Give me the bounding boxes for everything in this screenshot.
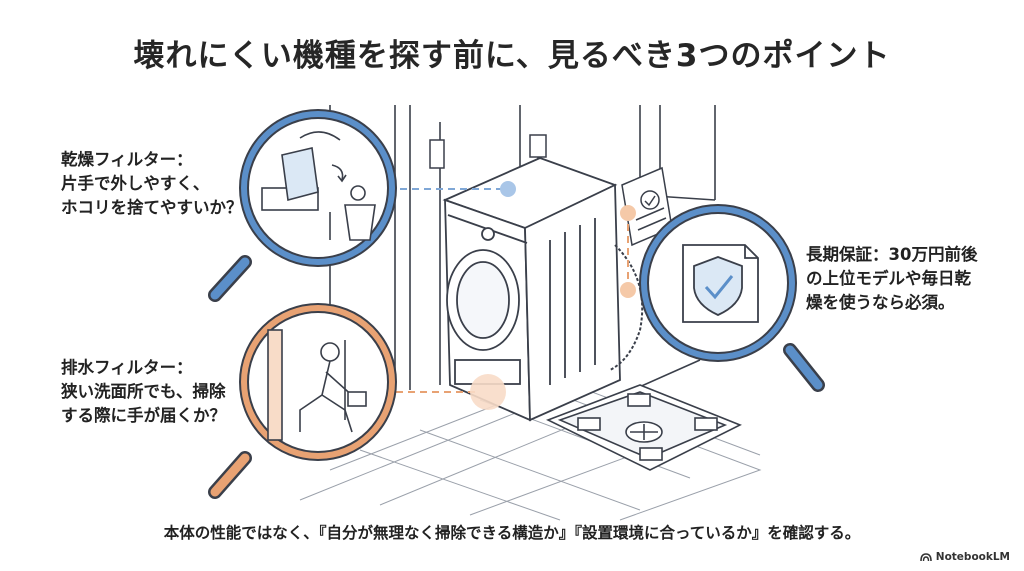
callout-line: 狭い洗面所でも、掃除: [61, 382, 226, 401]
waterproof-pan: [545, 384, 742, 471]
callout-line: 長期保証：30万円前後: [806, 245, 978, 264]
magnifier-dryer-filter-icon: [208, 109, 397, 302]
summary-text: 本体の性能ではなく、『自分が無理なく掃除できる構造か』『設置環境に合っているか』…: [163, 524, 861, 542]
callout-line: の上位モデルや毎日乾: [806, 269, 971, 288]
callout-drain-filter: 排水フィルター： 狭い洗面所でも、掃除 する際に手が届くか？: [61, 356, 226, 428]
callout-dryer-filter: 乾燥フィルター： 片手で外しやすく、 ホコリを捨てやすいか？: [61, 148, 243, 220]
callout-line: 片手で外しやすく、: [61, 174, 210, 193]
brand-name: NotebookLM: [935, 551, 1010, 563]
callout-line: 乾燥フィルター：: [61, 150, 193, 169]
washing-machine: [442, 157, 621, 422]
drain-hose: [609, 244, 644, 371]
dryer-filter-marker: [500, 181, 516, 197]
faucet: [529, 134, 547, 158]
page-title: 壊れにくい機種を探す前に、見るべき3つのポイント: [133, 38, 891, 74]
warranty-marker: [620, 205, 636, 221]
brand-mark: NotebookLM: [919, 551, 1010, 563]
callout-line: 燥を使うなら必須。: [806, 293, 955, 312]
connector-lines: [388, 188, 629, 393]
wall-outlet: [429, 139, 445, 169]
callout-warranty: 長期保証：30万円前後 の上位モデルや毎日乾 燥を使うなら必須。: [806, 243, 977, 315]
callout-line: する際に手が届くか？: [61, 406, 226, 425]
drain-filter-marker: [470, 374, 506, 410]
callout-line: ホコリを捨てやすいか？: [61, 198, 243, 217]
magnifier-drain-filter-icon: [208, 303, 397, 499]
magnifier-shield-check-icon: [639, 204, 825, 392]
callout-line: 排水フィルター：: [61, 358, 193, 377]
notebooklm-logo-icon: [919, 553, 932, 562]
